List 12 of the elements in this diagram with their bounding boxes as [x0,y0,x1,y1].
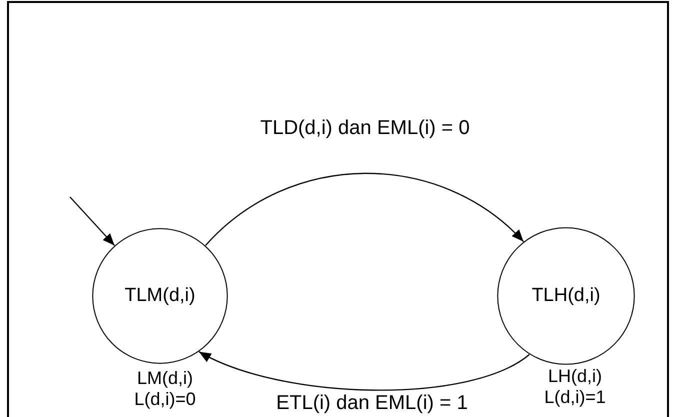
output-label: L(d,i)=1 [543,387,607,408]
state-circle [497,227,635,365]
state-label: TLM(d,i) [124,285,196,307]
state-label: TLH(d,i) [532,285,600,307]
output-label: LH(d,i) [546,366,603,387]
transition-arrow [198,351,530,391]
output-label: LM(d,i) [136,368,194,389]
state-circle [92,228,228,364]
edge-label: TLD(d,i) dan EML(i) = 0 [258,117,472,139]
output-label: L(d,i)=0 [133,389,197,410]
transition-arrow [70,196,115,246]
transition-arrow [205,172,524,246]
